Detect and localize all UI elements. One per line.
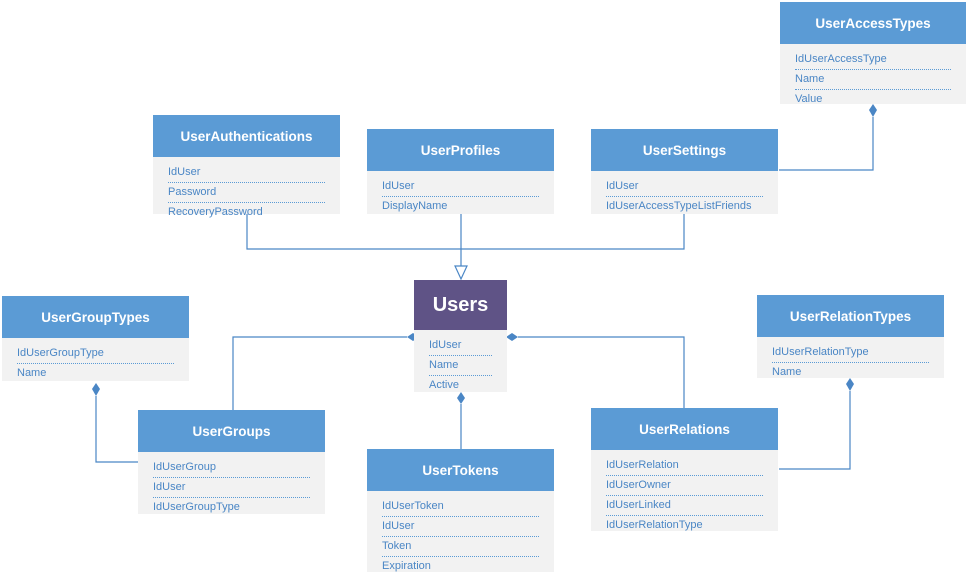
entity-field: IdUserGroupType [153,501,240,513]
entity-title: UserGroups [138,410,325,452]
entity-field: IdUserOwner [606,476,763,496]
inheritance-arrowhead [454,265,468,281]
entity-field: IdUser [153,478,310,498]
entity-field: RecoveryPassword [168,206,263,218]
entity-field: IdUser [382,177,539,197]
entity-field: IdUserGroupType [17,344,174,364]
entity-field: IdUserRelationType [606,519,703,531]
entity-field: Name [17,367,47,379]
connector-usersettings [461,214,685,250]
entity-field: IdUser [429,336,492,356]
entity-field: IdUserLinked [606,496,763,516]
entity-field: IdUser [382,517,539,537]
entity-title: Users [414,280,507,330]
entity-field: Token [382,537,539,557]
connector-userauthentications [246,214,461,250]
diamond-accesstypes [869,104,877,117]
diamond-relationtypes [846,378,854,391]
entity-field: IdUserAccessType [795,50,951,70]
connector-usergroups-users [232,336,407,410]
entity-field: Value [795,93,823,105]
entity-field: IdUser [606,177,763,197]
connector-userrelations-users [518,336,685,408]
connector-usergroups-grouptypes [95,396,138,463]
entity-title: UserSettings [591,129,778,171]
entity-field: Expiration [382,560,431,572]
entity-field: IdUserRelationType [772,343,929,363]
entity-field: DisplayName [382,200,448,212]
entity-title: UserAccessTypes [780,2,966,44]
diamond-users-bottom [457,392,465,404]
entity-title: UserAuthentications [153,115,340,157]
entity-title: UserRelations [591,408,778,450]
entity-field: IdUserRelation [606,456,763,476]
entity-title: UserGroupTypes [2,296,189,338]
entity-field: IdUser [168,163,325,183]
entity-title: UserProfiles [367,129,554,171]
entity-field: IdUserGroup [153,458,310,478]
entity-field: IdUserToken [382,497,539,517]
entity-field: Name [795,70,951,90]
entity-field: Name [772,366,802,378]
diamond-users-right [506,333,518,341]
entity-field: Name [429,356,492,376]
connector-usersettings-accesstypes [779,117,874,171]
entity-title: UserRelationTypes [757,295,944,337]
diamond-grouptypes [92,383,100,396]
entity-field: IdUserAccessTypeListFriends [606,200,752,212]
entity-field: Active [429,379,459,391]
entity-title: UserTokens [367,449,554,491]
entity-field: Password [168,183,325,203]
connector-userrelations-relationtypes [779,391,851,470]
